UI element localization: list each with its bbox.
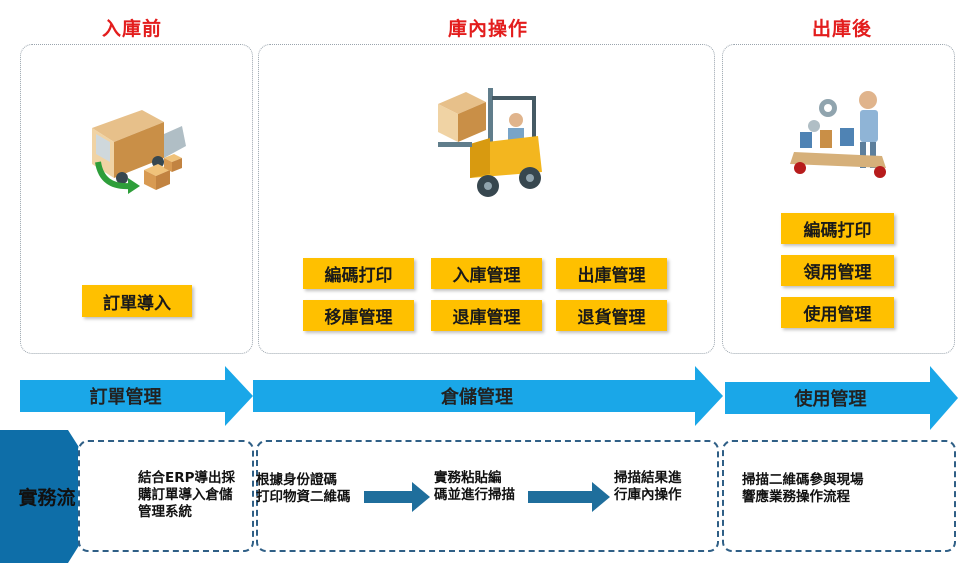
flow-box-2 (256, 440, 719, 552)
stage-title-during: 庫內操作 (447, 18, 528, 40)
chip-transfer-mgmt: 移庫管理 (303, 300, 414, 331)
flow-step-5-line-2: 響應業務操作流程 (742, 489, 850, 505)
flow-step-1-line-2: 購訂單導入倉儲 (138, 487, 233, 503)
chip-order-import: 訂單導入 (82, 285, 192, 317)
flow-step-3-line-1: 實務粘貼編 (434, 470, 502, 486)
flow-box-3 (722, 440, 956, 552)
flow-step-3: 實務粘貼編 碼並進行掃描 (434, 470, 534, 504)
stage-title-before: 入庫前 (101, 18, 162, 40)
flow-step-2-line-2: 打印物資二維碼 (256, 489, 351, 505)
flow-step-4-line-2: 行庫內操作 (614, 487, 682, 503)
flow-tab-label: 實務流 (18, 487, 76, 509)
chip-outbound-mgmt: 出庫管理 (556, 258, 667, 289)
chip-code-print: 編碼打印 (303, 258, 414, 289)
flow-step-3-line-2: 碼並進行掃描 (434, 487, 515, 503)
band-usage-mgmt: 使用管理 (725, 366, 958, 430)
band-order-label: 訂單管理 (89, 387, 162, 408)
chip-return-to-stock-mgmt: 退庫管理 (431, 300, 542, 331)
chip-usage-mgmt: 使用管理 (781, 297, 894, 328)
chip-goods-return-mgmt: 退貨管理 (556, 300, 667, 331)
band-warehouse-label: 倉儲管理 (441, 387, 513, 408)
flow-step-2-line-1: 根據身份證碼 (256, 472, 337, 488)
flow-step-1: 結合ERP導出採 購訂單導入倉儲 管理系統 (138, 470, 256, 521)
band-arrow-shape (253, 366, 723, 426)
chip-inbound-mgmt: 入庫管理 (431, 258, 542, 289)
flow-step-1-line-3: 管理系統 (138, 504, 192, 520)
forklift-icon (430, 82, 548, 200)
flow-step-5: 掃描二維碼參與現場 響應業務操作流程 (742, 472, 922, 506)
band-order-mgmt: 訂單管理 (20, 366, 253, 426)
flow-arrow-icon (364, 482, 430, 512)
delivery-truck-icon (82, 100, 194, 200)
stage-title-after: 出庫後 (811, 18, 872, 40)
flow-step-2: 根據身份證碼 打印物資二維碼 (256, 472, 372, 506)
panel-after (722, 44, 955, 354)
flow-step-5-line-1: 掃描二維碼參與現場 (742, 472, 864, 488)
band-arrow-shape (725, 366, 958, 430)
flow-arrow-icon (528, 482, 610, 512)
band-warehouse-mgmt: 倉儲管理 (253, 366, 723, 426)
factory-worker-icon (790, 86, 892, 186)
chip-after-code-print: 編碼打印 (781, 213, 894, 244)
band-arrow-shape (20, 366, 253, 426)
band-usage-label: 使用管理 (794, 389, 867, 410)
flow-step-4-line-1: 掃描結果進 (614, 470, 682, 486)
flow-step-1-line-1: 結合ERP導出採 (138, 470, 236, 486)
flow-box-1 (78, 440, 254, 552)
flow-step-4: 掃描結果進 行庫內操作 (614, 470, 714, 504)
chip-requisition-mgmt: 領用管理 (781, 255, 894, 286)
